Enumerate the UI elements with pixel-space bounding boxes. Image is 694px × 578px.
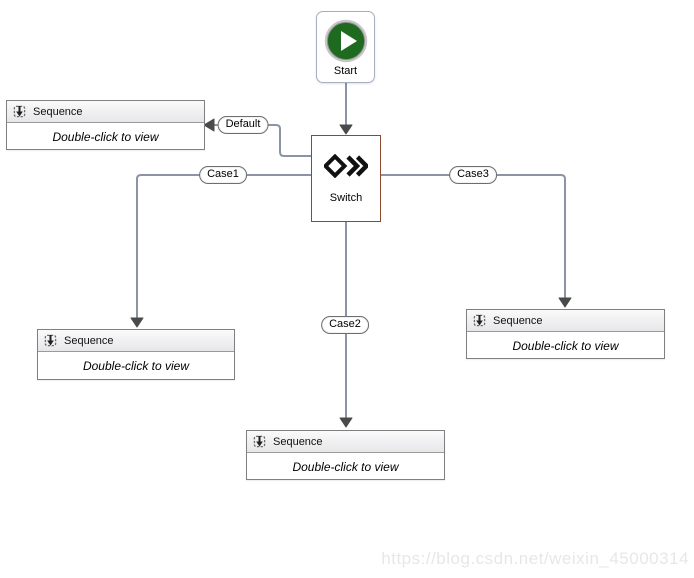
double-click-hint: Double-click to view xyxy=(512,338,619,353)
connector-case1[interactable] xyxy=(130,174,311,328)
sequence-body[interactable]: Double-click to view xyxy=(467,332,664,359)
sequence-header: Sequence xyxy=(7,101,204,123)
connector-start-switch[interactable] xyxy=(339,83,353,135)
connector-default[interactable] xyxy=(203,118,311,157)
double-click-hint: Double-click to view xyxy=(82,358,190,373)
sequence-header: Sequence xyxy=(467,310,664,332)
sequence-icon xyxy=(473,314,486,327)
switch-node[interactable]: Switch xyxy=(311,135,381,222)
connector-label-case1[interactable]: Case1 xyxy=(199,166,247,184)
sequence-icon xyxy=(13,105,26,118)
sequence-node-case2[interactable]: Sequence Double-click to view xyxy=(246,430,445,480)
sequence-icon xyxy=(253,435,266,448)
sequence-node-default[interactable]: Sequence Double-click to view xyxy=(6,100,205,150)
double-click-hint: Double-click to view xyxy=(52,129,159,144)
sequence-title: Sequence xyxy=(493,314,543,327)
connector-label-case3[interactable]: Case3 xyxy=(449,166,497,184)
watermark-text: https://blog.csdn.net/weixin_45000314 xyxy=(381,549,689,568)
sequence-icon xyxy=(44,334,57,347)
connector-case3[interactable] xyxy=(381,174,572,308)
start-node-label: Start xyxy=(333,65,358,77)
sequence-node-case3[interactable]: Sequence Double-click to view xyxy=(466,309,665,359)
sequence-node-case1[interactable]: Sequence Double-click to view xyxy=(37,329,235,380)
sequence-header: Sequence xyxy=(38,330,234,352)
sequence-header: Sequence xyxy=(247,431,444,453)
switch-diamond-icon xyxy=(324,153,368,178)
connector-label-default[interactable]: Default xyxy=(217,116,269,134)
sequence-body[interactable]: Double-click to view xyxy=(247,453,444,480)
sequence-title: Sequence xyxy=(33,105,83,118)
sequence-title: Sequence xyxy=(273,435,323,448)
double-click-hint: Double-click to view xyxy=(292,459,399,474)
play-icon xyxy=(324,19,367,63)
switch-node-label: Switch xyxy=(329,191,363,204)
connector-label-case2[interactable]: Case2 xyxy=(321,316,369,334)
start-node[interactable]: Start xyxy=(316,11,375,83)
sequence-title: Sequence xyxy=(64,334,114,347)
sequence-body[interactable]: Double-click to view xyxy=(38,352,234,379)
sequence-body[interactable]: Double-click to view xyxy=(7,123,204,150)
